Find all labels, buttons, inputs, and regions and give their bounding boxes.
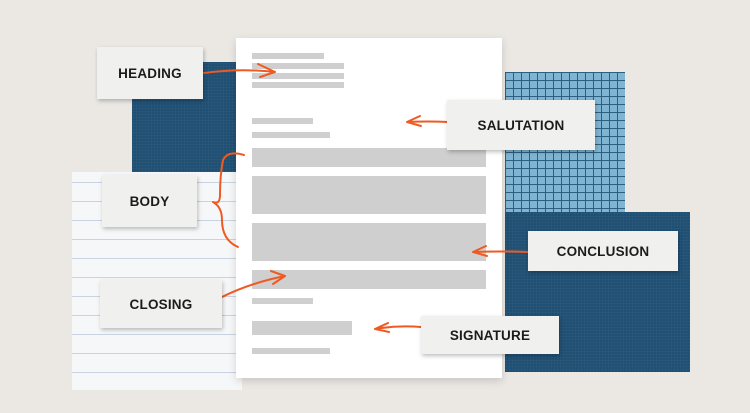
conclusion-label: CONCLUSION: [528, 231, 678, 271]
signature-block: [252, 321, 352, 335]
closing-label: CLOSING: [100, 280, 222, 328]
conclusion-arrow: [472, 245, 529, 257]
heading-line: [252, 53, 324, 59]
heading-label: HEADING: [97, 47, 203, 99]
closing-block: [252, 270, 486, 289]
heading-arrow: [203, 63, 276, 78]
signature-arrow: [374, 322, 422, 333]
body-block: [252, 176, 486, 214]
body-brace: [212, 152, 245, 248]
heading-line: [252, 63, 344, 69]
signature-label: SIGNATURE: [421, 316, 559, 354]
closing-line: [252, 298, 313, 304]
salutation-arrow: [406, 115, 449, 127]
salutation-line: [252, 118, 313, 124]
body-block: [252, 148, 486, 167]
salutation-line: [252, 132, 330, 138]
conclusion-block: [252, 223, 486, 261]
heading-line: [252, 82, 344, 88]
salutation-label: SALUTATION: [447, 100, 595, 150]
body-label: BODY: [102, 175, 197, 227]
heading-line: [252, 73, 344, 79]
closing-arrow: [221, 270, 286, 298]
signature-line: [252, 348, 330, 354]
